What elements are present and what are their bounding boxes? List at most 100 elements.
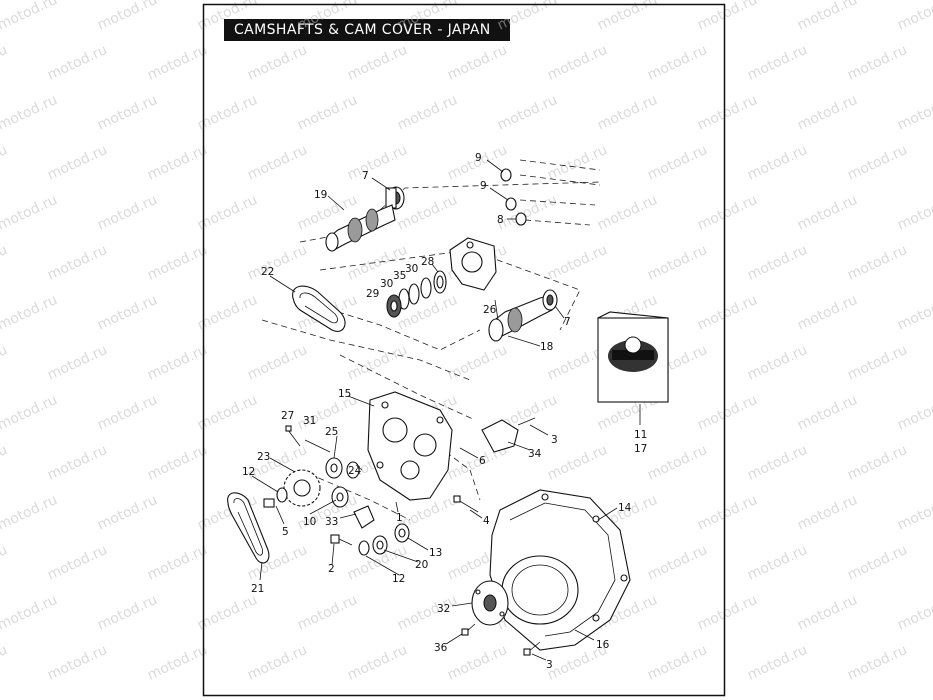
watermark-text: motod.ru bbox=[0, 542, 10, 584]
watermark-text: motod.ru bbox=[0, 0, 60, 34]
callout-31: 31 bbox=[303, 415, 316, 427]
watermark-text: motod.ru bbox=[895, 92, 933, 134]
callout-32: 32 bbox=[437, 603, 450, 615]
watermark-text: motod.ru bbox=[845, 542, 910, 584]
watermark-text: motod.ru bbox=[0, 592, 60, 634]
callout-16: 16 bbox=[596, 639, 610, 651]
callout-28: 28 bbox=[421, 256, 434, 268]
callout-36: 36 bbox=[434, 642, 448, 654]
callout-13: 13 bbox=[429, 547, 442, 559]
callout-12-top: 12 bbox=[242, 466, 255, 478]
watermark-text: motod.ru bbox=[0, 92, 60, 134]
o-ring-9-bottom bbox=[505, 197, 517, 211]
callout-7-top: 7 bbox=[362, 170, 369, 182]
diagram-frame bbox=[202, 3, 726, 697]
watermark-text: motod.ru bbox=[345, 342, 410, 384]
watermark-text: motod.ru bbox=[0, 42, 10, 84]
watermark-text: motod.ru bbox=[45, 542, 110, 584]
watermark-text: motod.ru bbox=[545, 242, 610, 284]
watermark-layer: motod.ru motod.ru motod.ru motod.ru motod.ru… bbox=[0, 0, 933, 684]
callout-11: 11 bbox=[634, 429, 647, 441]
watermark-text: motod.ru bbox=[145, 242, 210, 284]
washer-12-bottom bbox=[358, 540, 370, 556]
watermark-text: motod.ru bbox=[645, 542, 710, 584]
callout-25: 25 bbox=[325, 426, 338, 438]
watermark-text: motod.ru bbox=[745, 442, 810, 484]
watermark-text: motod.ru bbox=[595, 192, 660, 234]
watermark-text: motod.ru bbox=[145, 642, 210, 684]
callout-20: 20 bbox=[415, 559, 428, 571]
callout-30-upper: 30 bbox=[405, 263, 418, 275]
leader-lines bbox=[251, 159, 641, 661]
tensioner-shoe-33 bbox=[353, 505, 375, 529]
callout-6: 6 bbox=[479, 455, 486, 467]
watermark-text: motod.ru bbox=[345, 142, 410, 184]
watermark-text: motod.ru bbox=[445, 642, 510, 684]
watermark-text: motod.ru bbox=[745, 142, 810, 184]
watermark-text: motod.ru bbox=[795, 92, 860, 134]
watermark-text: motod.ru bbox=[0, 242, 10, 284]
watermark-text: motod.ru bbox=[245, 142, 310, 184]
watermark-text: motod.ru bbox=[195, 92, 260, 134]
callout-7-bottom: 7 bbox=[564, 316, 571, 328]
watermark-text: motod.ru bbox=[645, 442, 710, 484]
watermark-text: motod.ru bbox=[745, 342, 810, 384]
watermark-text: motod.ru bbox=[695, 192, 760, 234]
watermark-text: motod.ru bbox=[345, 42, 410, 84]
callout-23: 23 bbox=[257, 451, 270, 463]
callout-1: 1 bbox=[396, 512, 403, 524]
callout-10: 10 bbox=[303, 516, 316, 528]
watermark-text: motod.ru bbox=[145, 142, 210, 184]
watermark-text: motod.ru bbox=[845, 442, 910, 484]
watermark-text: motod.ru bbox=[795, 192, 860, 234]
watermark-text: motod.ru bbox=[845, 242, 910, 284]
watermark-text: motod.ru bbox=[0, 292, 60, 334]
callout-29: 29 bbox=[366, 288, 379, 300]
watermark-text: motod.ru bbox=[295, 592, 360, 634]
watermark-text: motod.ru bbox=[595, 92, 660, 134]
callout-8: 8 bbox=[497, 214, 504, 226]
washer-13 bbox=[394, 523, 410, 543]
callout-12-bottom: 12 bbox=[392, 573, 405, 585]
callout-26: 26 bbox=[483, 304, 497, 316]
bearing-7-top bbox=[385, 186, 405, 210]
callout-34: 34 bbox=[528, 448, 542, 460]
watermark-text: motod.ru bbox=[45, 342, 110, 384]
camshaft-19 bbox=[325, 204, 396, 252]
page-title: CAMSHAFTS & CAM COVER - JAPAN bbox=[224, 19, 510, 41]
watermark-text: motod.ru bbox=[95, 292, 160, 334]
watermark-text: motod.ru bbox=[545, 42, 610, 84]
cam-support-plate-26 bbox=[449, 237, 497, 291]
o-ring-9-top bbox=[500, 168, 512, 182]
watermark-text: motod.ru bbox=[145, 442, 210, 484]
watermark-text: motod.ru bbox=[445, 42, 510, 84]
watermark-text: motod.ru bbox=[295, 92, 360, 134]
watermark-text: motod.ru bbox=[0, 142, 10, 184]
watermark-text: motod.ru bbox=[95, 392, 160, 434]
callout-21: 21 bbox=[251, 583, 264, 595]
o-ring-8 bbox=[515, 212, 527, 226]
sprocket-23 bbox=[283, 469, 321, 507]
callout-18: 18 bbox=[540, 341, 553, 353]
watermark-text: motod.ru bbox=[45, 42, 110, 84]
drive-chain-21 bbox=[227, 492, 270, 564]
bolt-5 bbox=[263, 498, 275, 508]
washer-24 bbox=[346, 461, 360, 479]
cover-plate-32 bbox=[471, 580, 509, 626]
callout-3-top: 3 bbox=[551, 434, 558, 446]
watermark-text: motod.ru bbox=[245, 642, 310, 684]
watermark-text: motod.ru bbox=[545, 442, 610, 484]
watermark-text: motod.ru bbox=[645, 42, 710, 84]
watermark-text: motod.ru bbox=[895, 492, 933, 534]
watermark-text: motod.ru bbox=[95, 492, 160, 534]
cam-plate-15 bbox=[367, 391, 453, 501]
washer-12-top bbox=[276, 487, 288, 503]
watermark-text: motod.ru bbox=[95, 0, 160, 34]
watermark-text: motod.ru bbox=[0, 342, 10, 384]
watermark-text: motod.ru bbox=[0, 492, 60, 534]
watermark-text: motod.ru bbox=[195, 392, 260, 434]
callout-15: 15 bbox=[338, 388, 351, 400]
watermark-text: motod.ru bbox=[695, 392, 760, 434]
bolt-2 bbox=[330, 534, 353, 546]
